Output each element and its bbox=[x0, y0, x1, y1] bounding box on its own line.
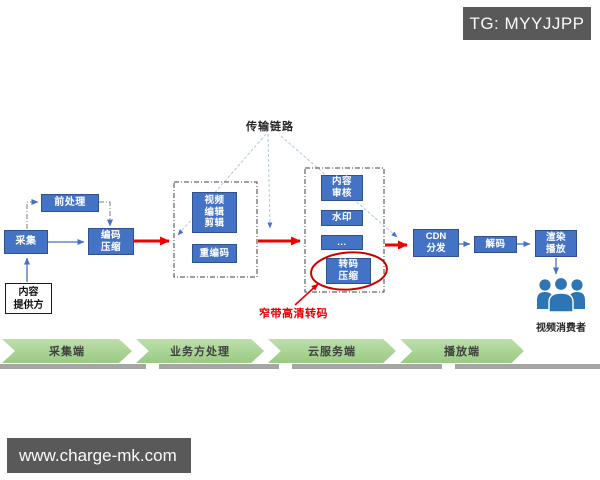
narrowband-hd-annotation: 窄带高清转码 bbox=[259, 308, 328, 320]
node-capture: 采集 bbox=[4, 230, 48, 254]
node-decode: 解码 bbox=[474, 236, 517, 253]
annotation-arrow bbox=[294, 283, 319, 306]
underline-bar-segment bbox=[292, 364, 442, 369]
node-watermark: 水印 bbox=[321, 210, 363, 226]
stage-chevron-business: 业务方处理 bbox=[136, 339, 264, 363]
tg-badge: TG: MYYJJPP bbox=[463, 7, 591, 40]
transmission-link-label: 传输链路 bbox=[246, 121, 294, 133]
stage-chevron-capture: 采集端 bbox=[2, 339, 132, 363]
node-cdn: CDN 分发 bbox=[413, 229, 459, 257]
underline-bar-segment bbox=[0, 364, 146, 369]
node-more-steps: ... bbox=[321, 235, 363, 250]
node-content-provider: 内容 提供方 bbox=[5, 283, 52, 314]
node-video-edit: 视频 编辑 剪辑 bbox=[192, 192, 237, 233]
video-consumer-label: 视频消费者 bbox=[536, 323, 586, 334]
site-watermark: www.charge-mk.com bbox=[7, 438, 191, 473]
stage-chevron-cloud: 云服务端 bbox=[268, 339, 396, 363]
node-encode-compress: 编码 压缩 bbox=[88, 228, 134, 255]
video-consumers-icon bbox=[537, 276, 585, 313]
node-pre-processing: 前处理 bbox=[41, 194, 99, 212]
node-transcode-compress: 转码 压缩 bbox=[326, 258, 371, 284]
node-render-play: 渲染 播放 bbox=[535, 230, 577, 257]
node-content-review: 内容 审核 bbox=[321, 175, 363, 201]
underline-bar-segment bbox=[455, 364, 600, 369]
node-re-encode: 重编码 bbox=[192, 244, 237, 263]
flow-arrows-red bbox=[134, 236, 408, 250]
stage-chevron-playback: 播放端 bbox=[400, 339, 524, 363]
underline-bar-segment bbox=[159, 364, 279, 369]
